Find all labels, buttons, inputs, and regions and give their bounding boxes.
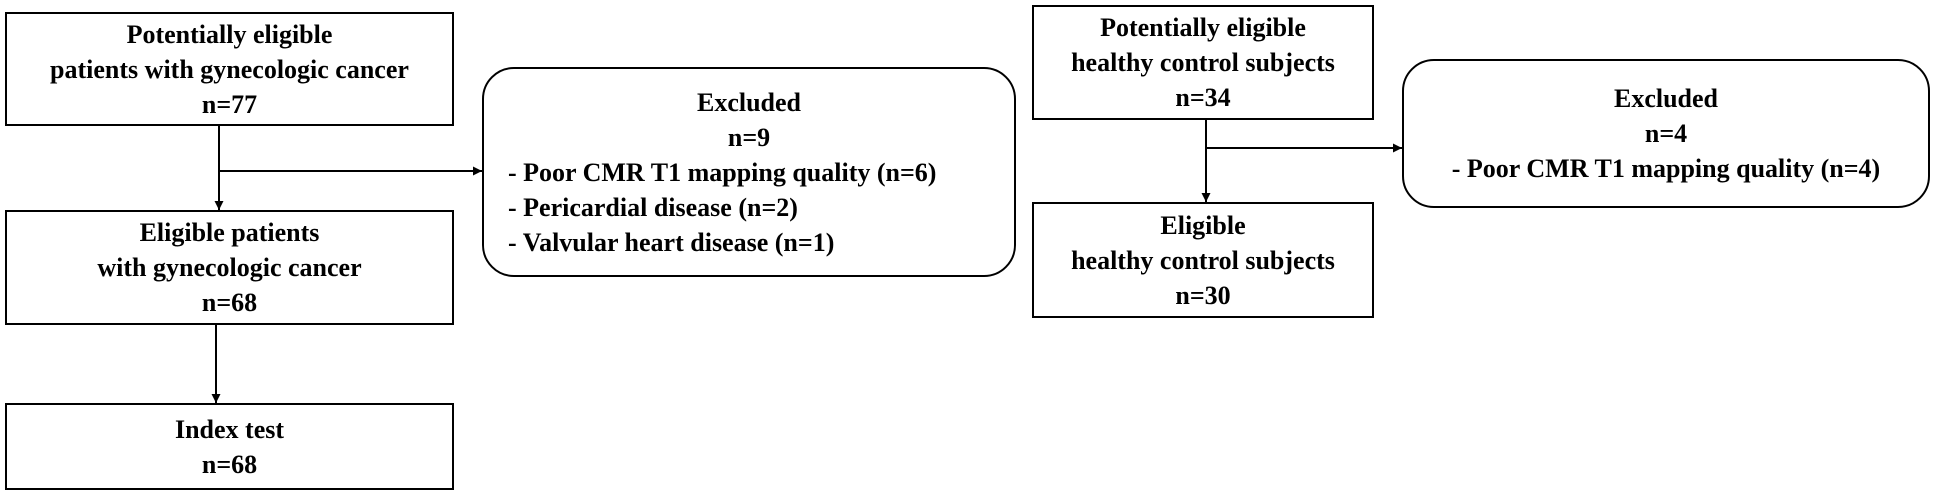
patients-excluded-item: - Valvular heart disease (n=1): [508, 227, 835, 257]
patients-excluded-item: - Poor CMR T1 mapping quality (n=6): [508, 157, 937, 187]
patients-excluded-count: n=9: [727, 122, 771, 152]
patients-potential-line-1: Potentially eligible: [126, 19, 333, 49]
patients-excluded-item: - Pericardial disease (n=2): [508, 192, 798, 222]
controls-potential-line-2: healthy control subjects: [1071, 48, 1335, 77]
patients-index-box: Index test n=68: [5, 403, 454, 490]
controls-eligible-line-2: healthy control subjects: [1071, 245, 1335, 275]
patients-potential-box: Potentially eligible patients with gynec…: [5, 12, 454, 126]
controls-eligible-count: n=30: [1175, 280, 1231, 310]
patients-eligible-box: Eligible patients with gynecologic cance…: [5, 210, 454, 325]
patients-excluded-title: Excluded: [696, 87, 802, 117]
patients-potential-line-2: patients with gynecologic cancer: [50, 54, 409, 84]
controls-potential-line-1: Potentially eligible: [1100, 13, 1306, 42]
controls-excluded-title: Excluded: [1613, 84, 1719, 113]
controls-eligible-line-1: Eligible: [1160, 210, 1246, 240]
controls-potential-count: n=34: [1175, 83, 1231, 112]
patients-index-line-1: Index test: [174, 414, 285, 444]
patients-eligible-line-2: with gynecologic cancer: [97, 253, 362, 282]
controls-excluded-box: Excluded n=4 - Poor CMR T1 mapping quali…: [1402, 59, 1930, 208]
patients-eligible-count: n=68: [201, 288, 258, 317]
controls-excluded-item: - Poor CMR T1 mapping quality (n=4): [1451, 154, 1881, 183]
controls-excluded-count: n=4: [1644, 119, 1688, 148]
patients-index-count: n=68: [201, 449, 258, 479]
patients-eligible-line-1: Eligible patients: [139, 218, 320, 247]
controls-potential-box: Potentially eligible healthy control sub…: [1032, 5, 1374, 120]
patients-potential-count: n=77: [201, 89, 258, 119]
controls-eligible-box: Eligible healthy control subjects n=30: [1032, 202, 1374, 318]
patients-excluded-box: Excluded n=9 - Poor CMR T1 mapping quali…: [482, 67, 1016, 277]
